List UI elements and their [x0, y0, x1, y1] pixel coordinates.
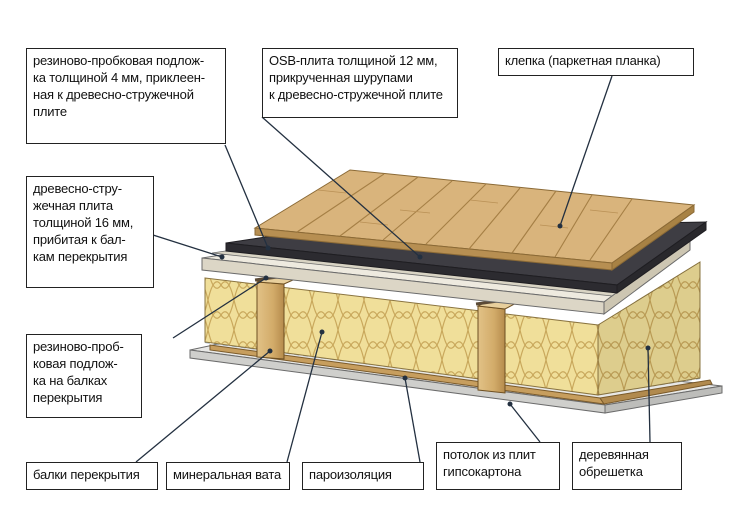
parquet-floor	[253, 169, 696, 271]
label-wood-battens: деревянная обрешетка	[572, 442, 682, 490]
label-vapor-barrier: пароизоляция	[302, 462, 424, 490]
label-parquet-strip: клепка (паркетная планка)	[498, 48, 694, 76]
label-floor-beams: балки перекрытия	[26, 462, 158, 490]
label-cork-underlay-beams: резиново-проб- ковая подлож- ка на балка…	[26, 334, 142, 418]
label-osb-board: OSB-плита толщиной 12 мм, прикрученная ш…	[262, 48, 458, 118]
leader-lines	[135, 75, 651, 463]
label-particle-board: древесно-стру- жечная плита толщиной 16 …	[26, 176, 154, 288]
label-mineral-wool: минеральная вата	[166, 462, 290, 490]
label-drywall-ceiling: потолок из плит гипсокартона	[436, 442, 560, 490]
label-cork-underlay-top: резиново-пробковая подлож- ка толщиной 4…	[26, 48, 226, 144]
